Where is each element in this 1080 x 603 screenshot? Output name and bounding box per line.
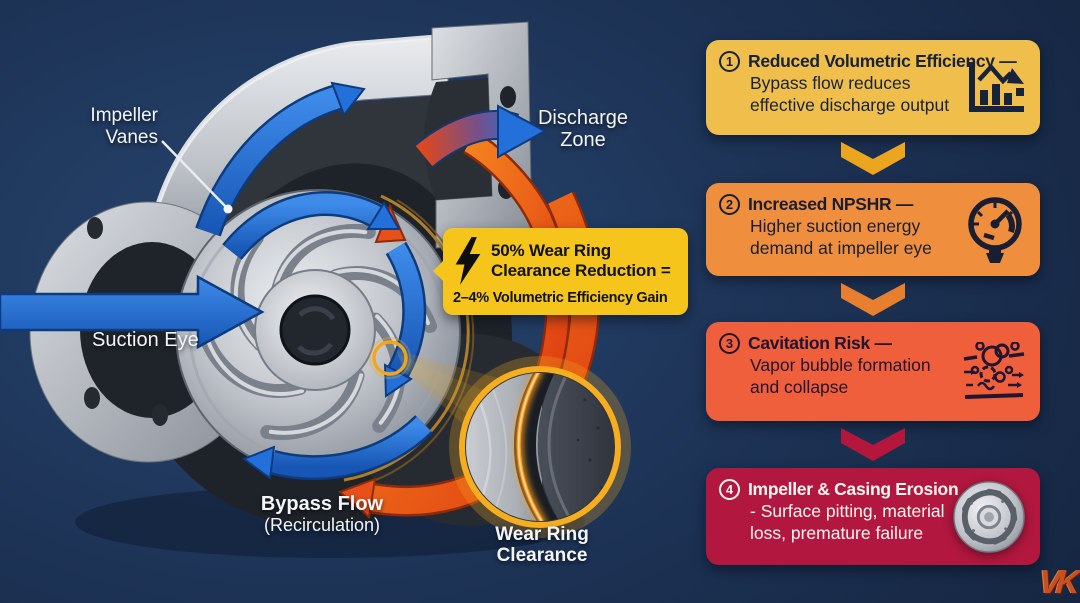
step-line: and collapse (750, 377, 849, 397)
impeller-vanes-label: Impeller Vanes (40, 105, 158, 149)
step-line: Vapor bubble formation (750, 355, 931, 375)
impeller-vanes-line1: Impeller (90, 105, 158, 126)
bypass-flow-line2: (Recirculation) (263, 515, 381, 535)
impeller-photo-icon (952, 480, 1025, 554)
impeller-vanes-leader-line (161, 140, 233, 214)
suction-eye-label: Suction Eye (92, 329, 199, 351)
flange-bolt-hole (500, 86, 516, 108)
callout-line3: 2–4% Volumetric Efficiency Gain (453, 290, 668, 306)
step-title: Cavitation Risk — (748, 333, 892, 353)
pump-cutaway-illustration (0, 21, 631, 558)
discharge-zone-label: Discharge Zone (528, 107, 638, 151)
pump-impeller (175, 189, 461, 475)
step-line: Higher suction energy (750, 216, 921, 236)
flow-connector-3 (841, 428, 905, 461)
step-title: Impeller & Casing Erosion (748, 479, 959, 499)
wear-ring-highlight-glow (369, 337, 411, 379)
efficiency-callout: 50% Wear Ring Clearance Reduction = 2–4%… (443, 228, 688, 315)
flow-card-2: 2 Increased NPSHR — Higher suction energ… (706, 183, 1040, 276)
step-line: demand at impeller eye (750, 238, 932, 258)
pump-volute-casing (144, 21, 533, 269)
bypass-flow-line1: Bypass Flow (260, 493, 384, 515)
step-number-badge: 2 (719, 194, 740, 215)
suction-arrow (0, 274, 265, 350)
declining-chart-icon (969, 61, 1024, 112)
callout-line2: Clearance Reduction = (491, 261, 671, 280)
flow-card-3: 3 Cavitation Risk — Vapor bubble formati… (706, 322, 1040, 421)
wear-ring-gap (343, 194, 475, 489)
suction-flow-arrows (0, 81, 433, 481)
flow-card-4: 4 Impeller & Casing Erosion - Surface pi… (706, 468, 1040, 565)
wear-ring-magnifier (449, 356, 631, 538)
cavitation-bubbles-icon (963, 341, 1025, 399)
vk-watermark-logo: VK (1037, 563, 1077, 600)
discharge-zone-line2: Zone (560, 129, 606, 151)
discharge-zone-line1: Discharge (537, 107, 629, 129)
pressure-gauge-icon (968, 196, 1022, 263)
callout-line1: 50% Wear Ring (491, 240, 611, 260)
step-line: - Surface pitting, material (750, 501, 945, 521)
flow-card-1: 1 Reduced Volumetric Efficiency — Bypass… (706, 40, 1040, 135)
impeller-eye (279, 294, 351, 366)
wear-ring-clearance-label: Wear Ring Clearance (462, 524, 622, 566)
lightning-bolt-icon (455, 237, 481, 285)
step-title: Increased NPSHR — (748, 194, 914, 214)
impeller-vanes-line2: Vanes (105, 127, 158, 148)
wear-ring-line1: Wear Ring (495, 524, 589, 545)
step-line: loss, premature failure (750, 523, 924, 543)
step-number-badge: 1 (719, 51, 740, 72)
step-line: effective discharge output (750, 95, 950, 115)
step-title: Reduced Volumetric Efficiency — (748, 51, 1017, 71)
step-number-badge: 3 (719, 333, 740, 354)
bypass-flow-label: Bypass Flow (Recirculation) (232, 493, 412, 536)
step-line: Bypass flow reduces (750, 73, 911, 93)
wear-ring-line2: Clearance (496, 545, 588, 566)
flow-connector-1 (841, 142, 905, 175)
wear-ring-highlight-circle (372, 340, 408, 376)
step-number-badge: 4 (719, 479, 740, 500)
flow-connector-2 (841, 283, 905, 316)
discharge-flow-arrow (414, 104, 548, 168)
